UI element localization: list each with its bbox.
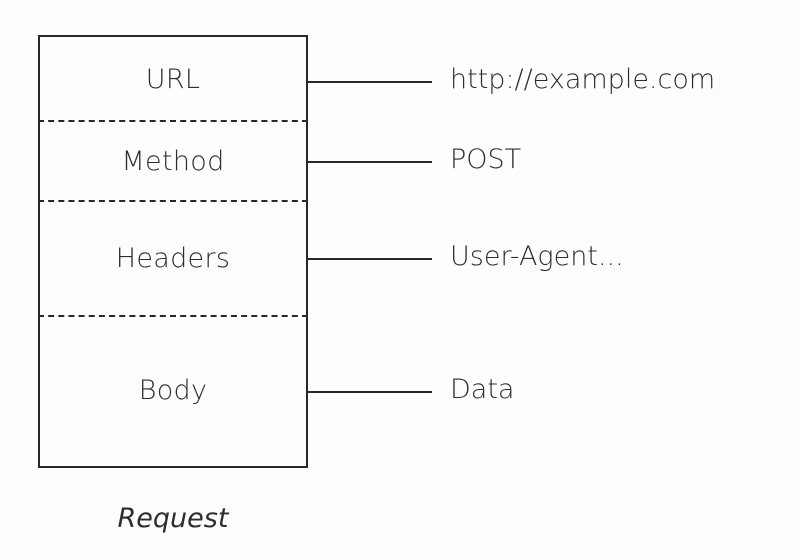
section-label-body: Body — [138, 375, 208, 406]
request-box — [38, 35, 308, 468]
divider-headers-body — [38, 315, 308, 317]
diagram-caption: Request — [117, 503, 229, 534]
leader-line-headers — [307, 258, 432, 260]
value-label-url: http://example.com — [450, 64, 716, 95]
value-label-headers: User-Agent... — [450, 241, 624, 272]
section-label-method: Method — [121, 146, 225, 177]
divider-method-headers — [38, 200, 308, 202]
divider-url-method — [38, 120, 308, 122]
section-label-headers: Headers — [115, 243, 231, 274]
value-label-body: Data — [450, 374, 515, 405]
leader-line-method — [307, 161, 432, 163]
leader-line-url — [307, 81, 432, 83]
leader-line-body — [307, 391, 432, 393]
value-label-method: POST — [450, 144, 522, 175]
section-label-url: URL — [145, 64, 201, 95]
